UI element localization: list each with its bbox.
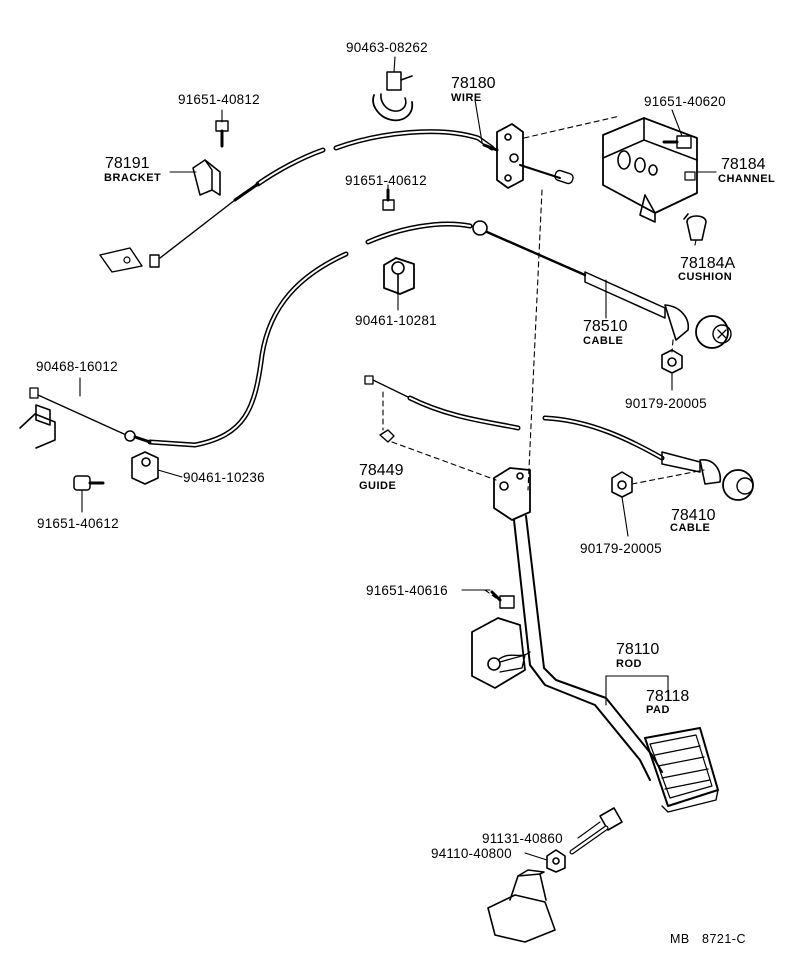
bolt-91131-40860-part xyxy=(569,807,623,855)
label-78410-cable: CABLE xyxy=(670,522,711,534)
label-78191: 78191 xyxy=(105,155,150,172)
label-78184A: 78184A xyxy=(680,255,736,272)
nut-94110-40800-part xyxy=(546,849,566,873)
label-78110: 78110 xyxy=(616,641,660,658)
bolt-91651-40616-part xyxy=(490,590,515,609)
label-91131-40860: 91131-40860 xyxy=(482,831,563,846)
label-78180-wire: WIRE xyxy=(451,92,482,104)
label-78410: 78410 xyxy=(671,507,716,524)
bolt-91651-40612-left-part xyxy=(73,475,105,491)
pedal-rod-78110-part xyxy=(493,467,663,781)
label-90463-08262: 90463-08262 xyxy=(346,40,428,55)
label-78118-pad: PAD xyxy=(646,704,670,716)
long-cable-loop xyxy=(19,221,473,449)
wire-plate-78180-part xyxy=(482,123,524,189)
pedal-bracket-part xyxy=(471,617,531,689)
label-78180: 78180 xyxy=(451,75,496,92)
bolt-91651-40812-part xyxy=(215,120,229,148)
nut-90179-20005-b-part xyxy=(611,471,633,498)
cushion-78184A-part xyxy=(683,213,707,241)
label-90461-10236: 90461-10236 xyxy=(183,470,265,485)
label-78184: 78184 xyxy=(721,156,766,173)
label-78449: 78449 xyxy=(359,462,404,479)
bracket-78191-part xyxy=(169,159,221,196)
label-91651-40612-top: 91651-40612 xyxy=(345,173,427,188)
label-90179-20005-b: 90179-20005 xyxy=(580,541,662,556)
label-94110-40800: 94110-40800 xyxy=(431,846,512,861)
label-78510: 78510 xyxy=(583,318,628,335)
label-91651-40616: 91651-40616 xyxy=(366,583,448,598)
label-78118: 78118 xyxy=(646,688,690,705)
bolt-91651-40612-top-part xyxy=(382,188,395,211)
label-78510-cable: CABLE xyxy=(583,335,624,347)
label-91651-40620: 91651-40620 xyxy=(644,94,726,109)
cable-78510-part xyxy=(472,220,732,349)
clamp-90461-10281-part xyxy=(383,257,415,295)
floor-stopper-part xyxy=(487,869,556,943)
assembly-dashed-lines xyxy=(382,115,705,599)
label-90461-10281: 90461-10281 xyxy=(355,313,437,328)
label-91651-40812: 91651-40812 xyxy=(178,92,260,107)
label-78184-channel: CHANNEL xyxy=(718,173,776,185)
diagram-code-mb: MB xyxy=(670,932,690,946)
label-78449-guide: GUIDE xyxy=(359,480,397,492)
label-90179-20005-a: 90179-20005 xyxy=(625,396,707,411)
label-78110-rod: ROD xyxy=(616,658,642,670)
label-78191-bracket: BRACKET xyxy=(104,172,162,184)
upper-cable-wire xyxy=(99,129,574,273)
leader-lines xyxy=(79,56,717,861)
clamp-90463-08262-part xyxy=(372,71,414,122)
channel-78184-part xyxy=(602,117,698,223)
bolt-91651-40620-part xyxy=(662,135,692,149)
middle-cable-guide xyxy=(364,375,521,443)
label-91651-40612-left: 91651-40612 xyxy=(37,516,119,531)
pad-78118-part xyxy=(644,727,719,813)
cable-78410-part xyxy=(542,415,754,501)
clamp-90461-10236-part xyxy=(131,451,159,485)
label-78184A-cushion: CUSHION xyxy=(678,271,733,283)
nut-90179-20005-a-part xyxy=(661,349,683,374)
label-90468-16012: 90468-16012 xyxy=(36,359,118,374)
diagram-code-ref: 8721-C xyxy=(702,932,746,946)
